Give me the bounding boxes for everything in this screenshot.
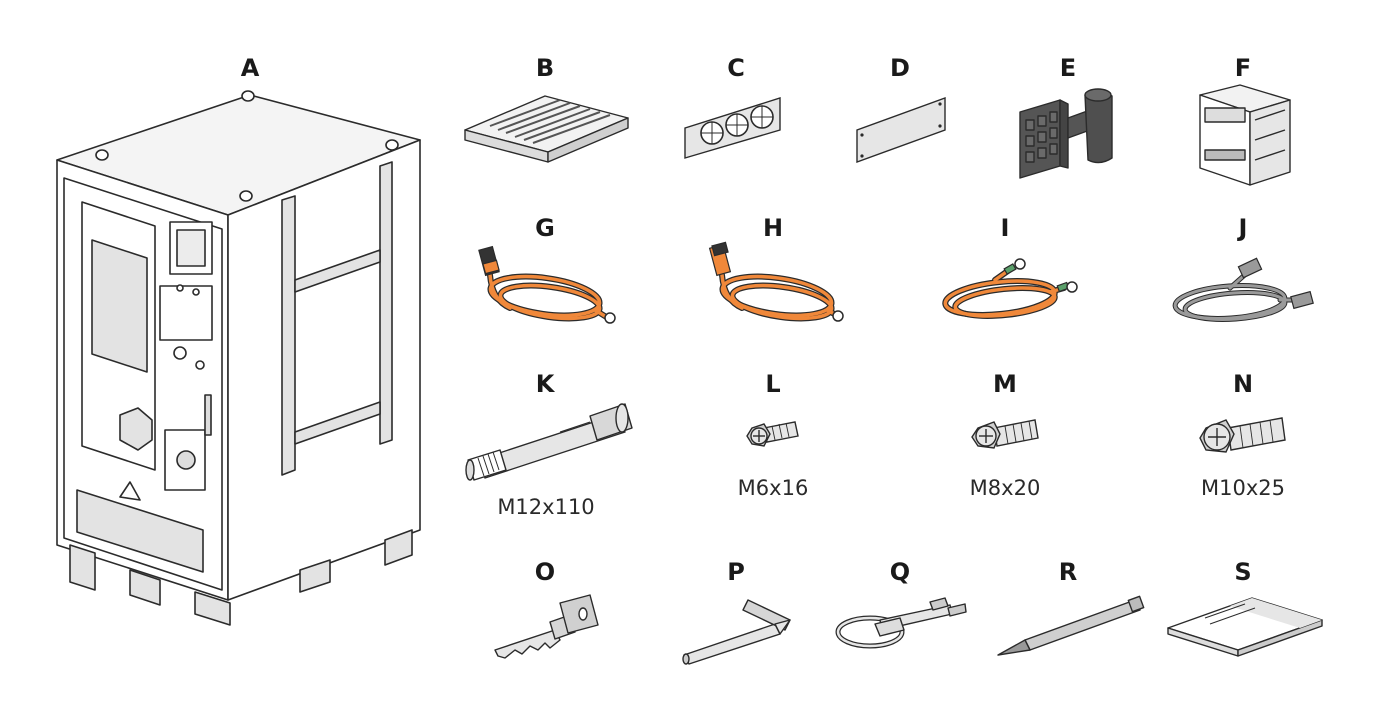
label-n: N [1232, 370, 1254, 398]
label-a: A [240, 54, 260, 82]
label-g: G [535, 214, 555, 242]
label-d: D [890, 54, 910, 82]
label-o: O [534, 558, 556, 586]
label-e: E [1059, 54, 1077, 82]
label-i: I [1000, 214, 1010, 242]
caption-l: M6x16 [737, 476, 809, 500]
connector-g [478, 245, 500, 277]
label-h: H [762, 214, 784, 242]
caption-k: M12x110 [497, 495, 595, 519]
caption-n: M10x25 [1201, 476, 1285, 500]
label-b: B [535, 54, 555, 82]
label-l: L [765, 370, 781, 398]
label-p: P [727, 558, 745, 586]
label-f: F [1234, 54, 1252, 82]
label-s: S [1234, 558, 1252, 586]
label-k: K [535, 370, 555, 398]
label-j: J [1238, 214, 1248, 242]
label-c: C [727, 54, 745, 82]
label-r: R [1058, 558, 1078, 586]
label-q: Q [889, 558, 911, 586]
connector-h [708, 241, 732, 277]
label-m: M [993, 370, 1017, 398]
caption-m: M8x20 [969, 476, 1041, 500]
